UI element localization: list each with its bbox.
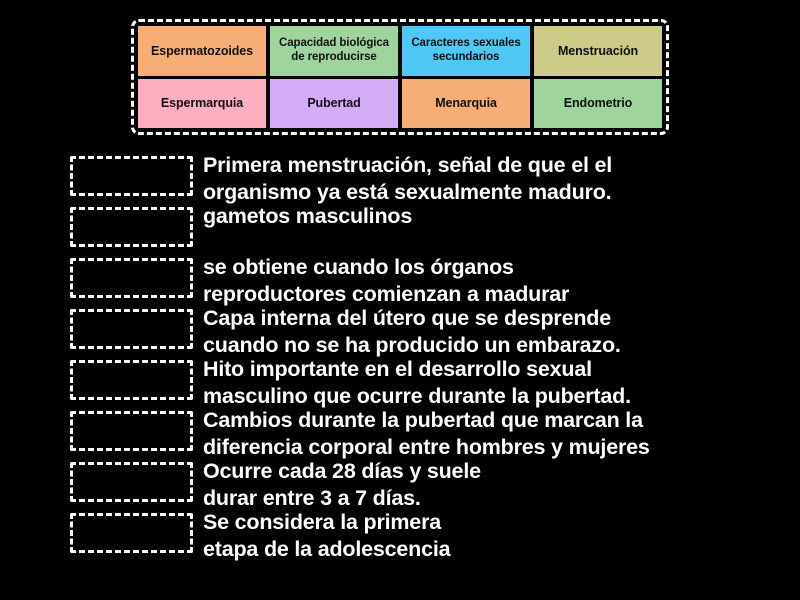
definition-row: Ocurre cada 28 días y suele durar entre …	[0, 456, 800, 510]
answer-drop-slot[interactable]	[70, 411, 193, 451]
word-tile[interactable]: Menarquia	[402, 78, 530, 128]
answer-drop-slot[interactable]	[70, 462, 193, 502]
definition-row: Capa interna del útero que se desprende …	[0, 303, 800, 357]
definition-text: Primera menstruación, señal de que el el…	[203, 153, 613, 204]
answer-drop-slot[interactable]	[70, 156, 193, 196]
definition-row: Hito importante en el desarrollo sexual …	[0, 354, 800, 408]
word-tile[interactable]: Pubertad	[270, 78, 398, 128]
definition-text: se obtiene cuando los órganos reproducto…	[203, 255, 570, 306]
word-tile[interactable]: Menstruación	[534, 26, 662, 76]
definition-row: Se considera la primera etapa de la adol…	[0, 507, 800, 561]
definition-text: Ocurre cada 28 días y suele durar entre …	[203, 459, 481, 510]
answer-drop-slot[interactable]	[70, 309, 193, 349]
definition-row: Primera menstruación, señal de que el el…	[0, 150, 800, 204]
definition-text: Capa interna del útero que se desprende …	[203, 306, 621, 357]
word-tile[interactable]: Capacidad biológica de reproducirse	[270, 26, 398, 76]
answer-drop-slot[interactable]	[70, 258, 193, 298]
word-tile[interactable]: Endometrio	[534, 78, 662, 128]
answer-drop-slot[interactable]	[70, 360, 193, 400]
definition-text: Cambios durante la pubertad que marcan l…	[203, 408, 650, 459]
definition-list: Primera menstruación, señal de que el el…	[0, 150, 800, 561]
definition-row: gametos masculinos	[0, 201, 800, 252]
word-tile[interactable]: Caracteres sexuales secundarios	[402, 26, 530, 76]
definition-text: Se considera la primera etapa de la adol…	[203, 510, 451, 561]
definition-row: Cambios durante la pubertad que marcan l…	[0, 405, 800, 459]
answer-drop-slot[interactable]	[70, 513, 193, 553]
definition-text: Hito importante en el desarrollo sexual …	[203, 357, 631, 408]
definition-row: se obtiene cuando los órganos reproducto…	[0, 252, 800, 306]
word-tile[interactable]: Espermatozoides	[138, 26, 266, 76]
word-tile[interactable]: Espermarquia	[138, 78, 266, 128]
definition-text: gametos masculinos	[203, 204, 413, 228]
answer-drop-slot[interactable]	[70, 207, 193, 247]
